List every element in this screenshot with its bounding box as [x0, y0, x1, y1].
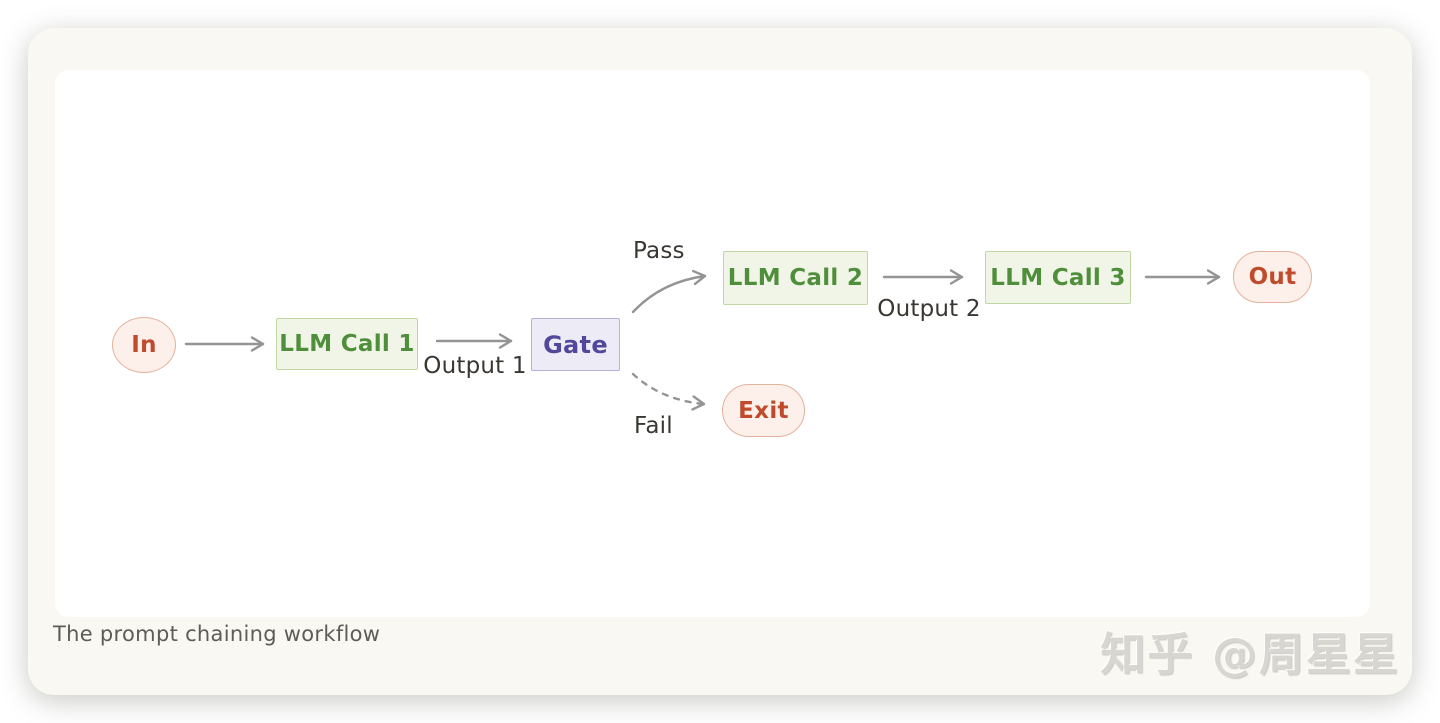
- diagram-panel: In LLM Call 1 Gate LLM Call 2 LLM Call 3…: [55, 70, 1370, 617]
- edge-gate-to-exit-fail: [631, 372, 706, 411]
- figure-card: In LLM Call 1 Gate LLM Call 2 LLM Call 3…: [28, 28, 1412, 695]
- node-in: In: [112, 317, 176, 373]
- edge-label-output-1: Output 1: [423, 353, 527, 379]
- node-llm-call-1: LLM Call 1: [276, 318, 418, 370]
- edge-label-pass: Pass: [633, 238, 685, 264]
- node-exit: Exit: [722, 384, 805, 437]
- edge-label-output-2: Output 2: [877, 296, 981, 322]
- edge-label-fail: Fail: [634, 413, 673, 439]
- edges-layer: [184, 269, 1221, 411]
- figure-caption: The prompt chaining workflow: [53, 622, 381, 646]
- node-llm-call-3: LLM Call 3: [985, 251, 1131, 304]
- zhihu-watermark: 知乎 @周星星: [1100, 628, 1400, 681]
- node-llm-call-2: LLM Call 2: [723, 251, 868, 305]
- node-out: Out: [1233, 251, 1312, 303]
- node-gate: Gate: [531, 318, 620, 371]
- edge-gate-to-llm-call-2-pass: [631, 269, 707, 314]
